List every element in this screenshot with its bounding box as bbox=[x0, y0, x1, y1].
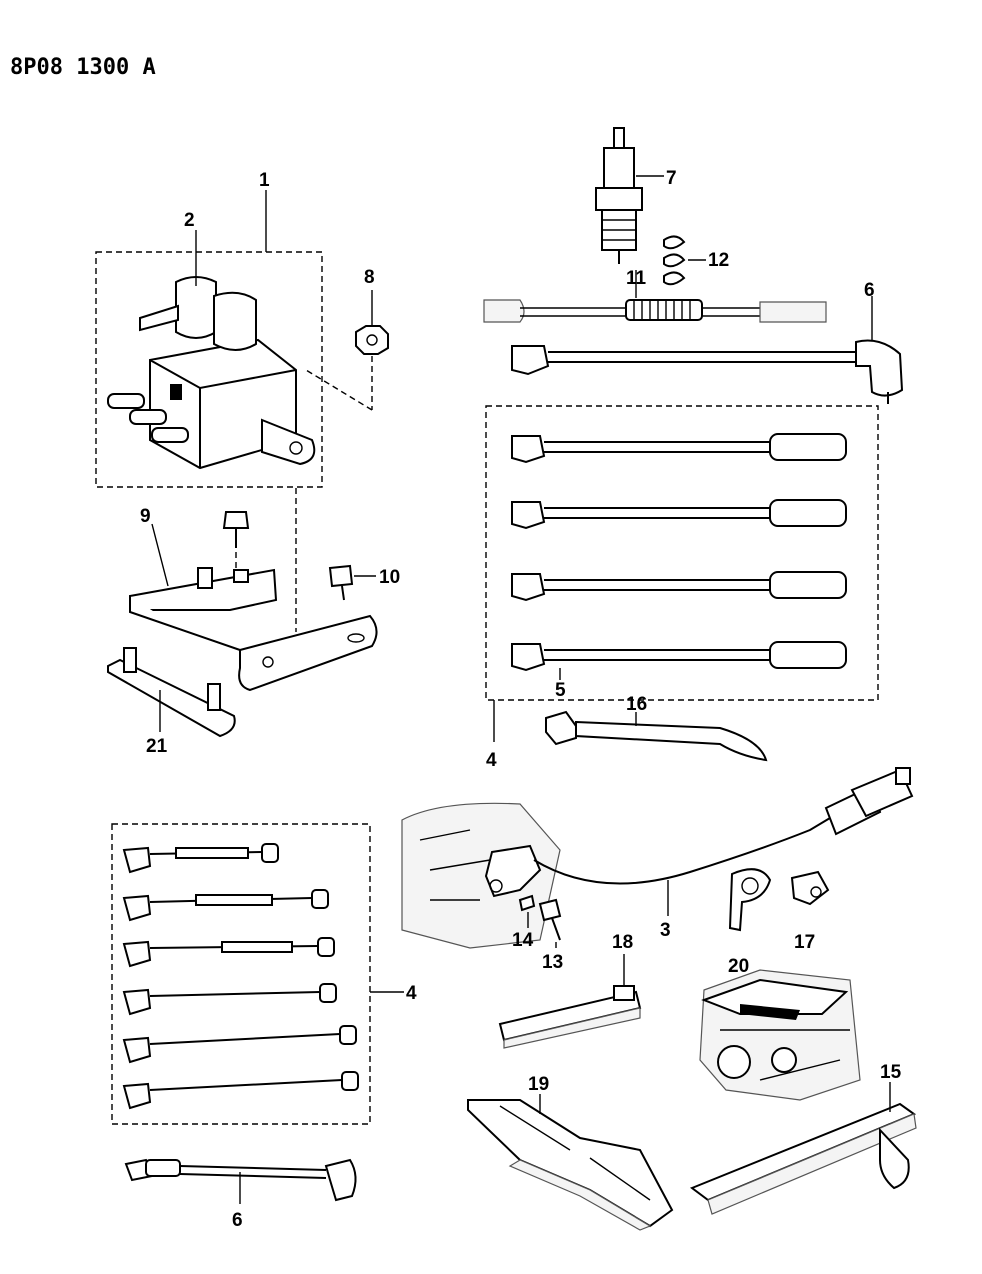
wire-set-right bbox=[485, 405, 879, 742]
callout-12: 12 bbox=[708, 250, 729, 271]
stud-plate bbox=[107, 647, 236, 738]
wire-3 bbox=[511, 571, 847, 602]
callout-1: 1 bbox=[259, 170, 270, 191]
callout-6-top: 6 bbox=[864, 280, 875, 301]
bolt-part bbox=[328, 564, 376, 601]
callout-13: 13 bbox=[542, 952, 563, 973]
mounting-bracket bbox=[129, 511, 378, 692]
wire-4 bbox=[511, 641, 847, 680]
callout-20: 20 bbox=[728, 956, 749, 977]
wire-set-right-box bbox=[485, 405, 879, 701]
callout-19: 19 bbox=[528, 1074, 549, 1095]
callout-7: 7 bbox=[666, 168, 677, 189]
spark-plug-wire-long bbox=[511, 296, 904, 404]
callout-8: 9 bbox=[140, 506, 151, 527]
callout-4-left: 4 bbox=[406, 983, 417, 1004]
lwire-1 bbox=[122, 843, 279, 874]
wire-2 bbox=[511, 499, 847, 530]
callout-16: 17 bbox=[794, 932, 815, 953]
callout-14: 14 bbox=[512, 930, 534, 951]
diagram-code: 8P08 1300 A bbox=[10, 55, 156, 80]
coil-group-box bbox=[95, 251, 323, 488]
wire-loom-long bbox=[689, 1082, 917, 1215]
lwire-5 bbox=[122, 1025, 357, 1064]
callout-2: 2 bbox=[184, 210, 195, 231]
p-clip bbox=[728, 868, 772, 932]
callout-3: 3 bbox=[660, 920, 671, 941]
spark-plug-wire-bottom bbox=[124, 1158, 357, 1204]
lwire-3 bbox=[122, 937, 335, 968]
wire-loom-main bbox=[467, 1094, 674, 1231]
cable-tie bbox=[545, 710, 768, 762]
crankshaft-sensor bbox=[401, 767, 914, 949]
callout-21: 21 bbox=[146, 736, 168, 757]
callout-11: 11 bbox=[626, 268, 647, 289]
callout-17: 18 bbox=[612, 932, 633, 953]
engine-block bbox=[699, 969, 861, 1101]
wire-set-left-box bbox=[111, 823, 371, 1125]
nut-part bbox=[305, 290, 389, 411]
spark-plug bbox=[595, 127, 664, 264]
sensor-bolt bbox=[518, 894, 562, 948]
callout-10: 10 bbox=[379, 567, 400, 588]
callout-18: 15 bbox=[880, 1062, 902, 1083]
wire-set-left bbox=[111, 823, 404, 1125]
ignition-coil-assembly bbox=[95, 190, 323, 488]
callout-15: 16 bbox=[626, 694, 647, 715]
callout-4-right: 4 bbox=[486, 750, 497, 771]
lwire-4 bbox=[122, 983, 337, 1016]
wire-clip bbox=[663, 235, 706, 286]
lwire-6 bbox=[122, 1071, 359, 1110]
retainer-clip bbox=[790, 870, 830, 906]
boot-spring bbox=[483, 270, 827, 323]
wire-loom-short bbox=[498, 954, 642, 1049]
wire-1 bbox=[511, 433, 847, 464]
callout-5: 5 bbox=[555, 680, 566, 701]
lwire-2 bbox=[122, 889, 329, 922]
callout-6-bottom: 6 bbox=[232, 1210, 243, 1231]
callout-9: 8 bbox=[364, 267, 375, 288]
